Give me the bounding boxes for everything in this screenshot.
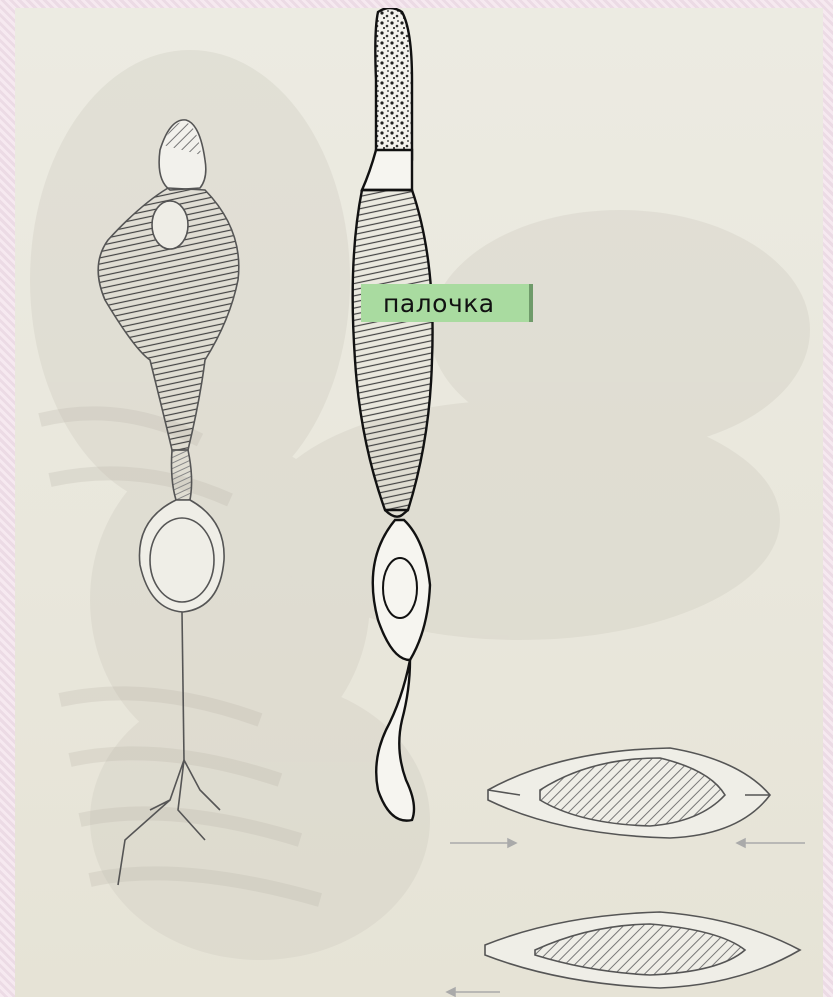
rod-axon (376, 660, 414, 821)
rod-connecting-region (362, 150, 412, 190)
rod-nucleus (383, 558, 417, 618)
rod-label: палочка (361, 284, 533, 322)
lens-shape-upper (488, 748, 770, 838)
rod-cell (353, 8, 433, 821)
cone-fiber (172, 450, 192, 500)
lens-shape-lower (485, 912, 800, 988)
cell-illustration (15, 8, 823, 997)
diagram-panel: палочка (15, 8, 823, 997)
cone-ellipsoid-nucleus (152, 201, 188, 249)
cone-nucleus (150, 518, 214, 602)
rod-label-text: палочка (383, 289, 495, 318)
